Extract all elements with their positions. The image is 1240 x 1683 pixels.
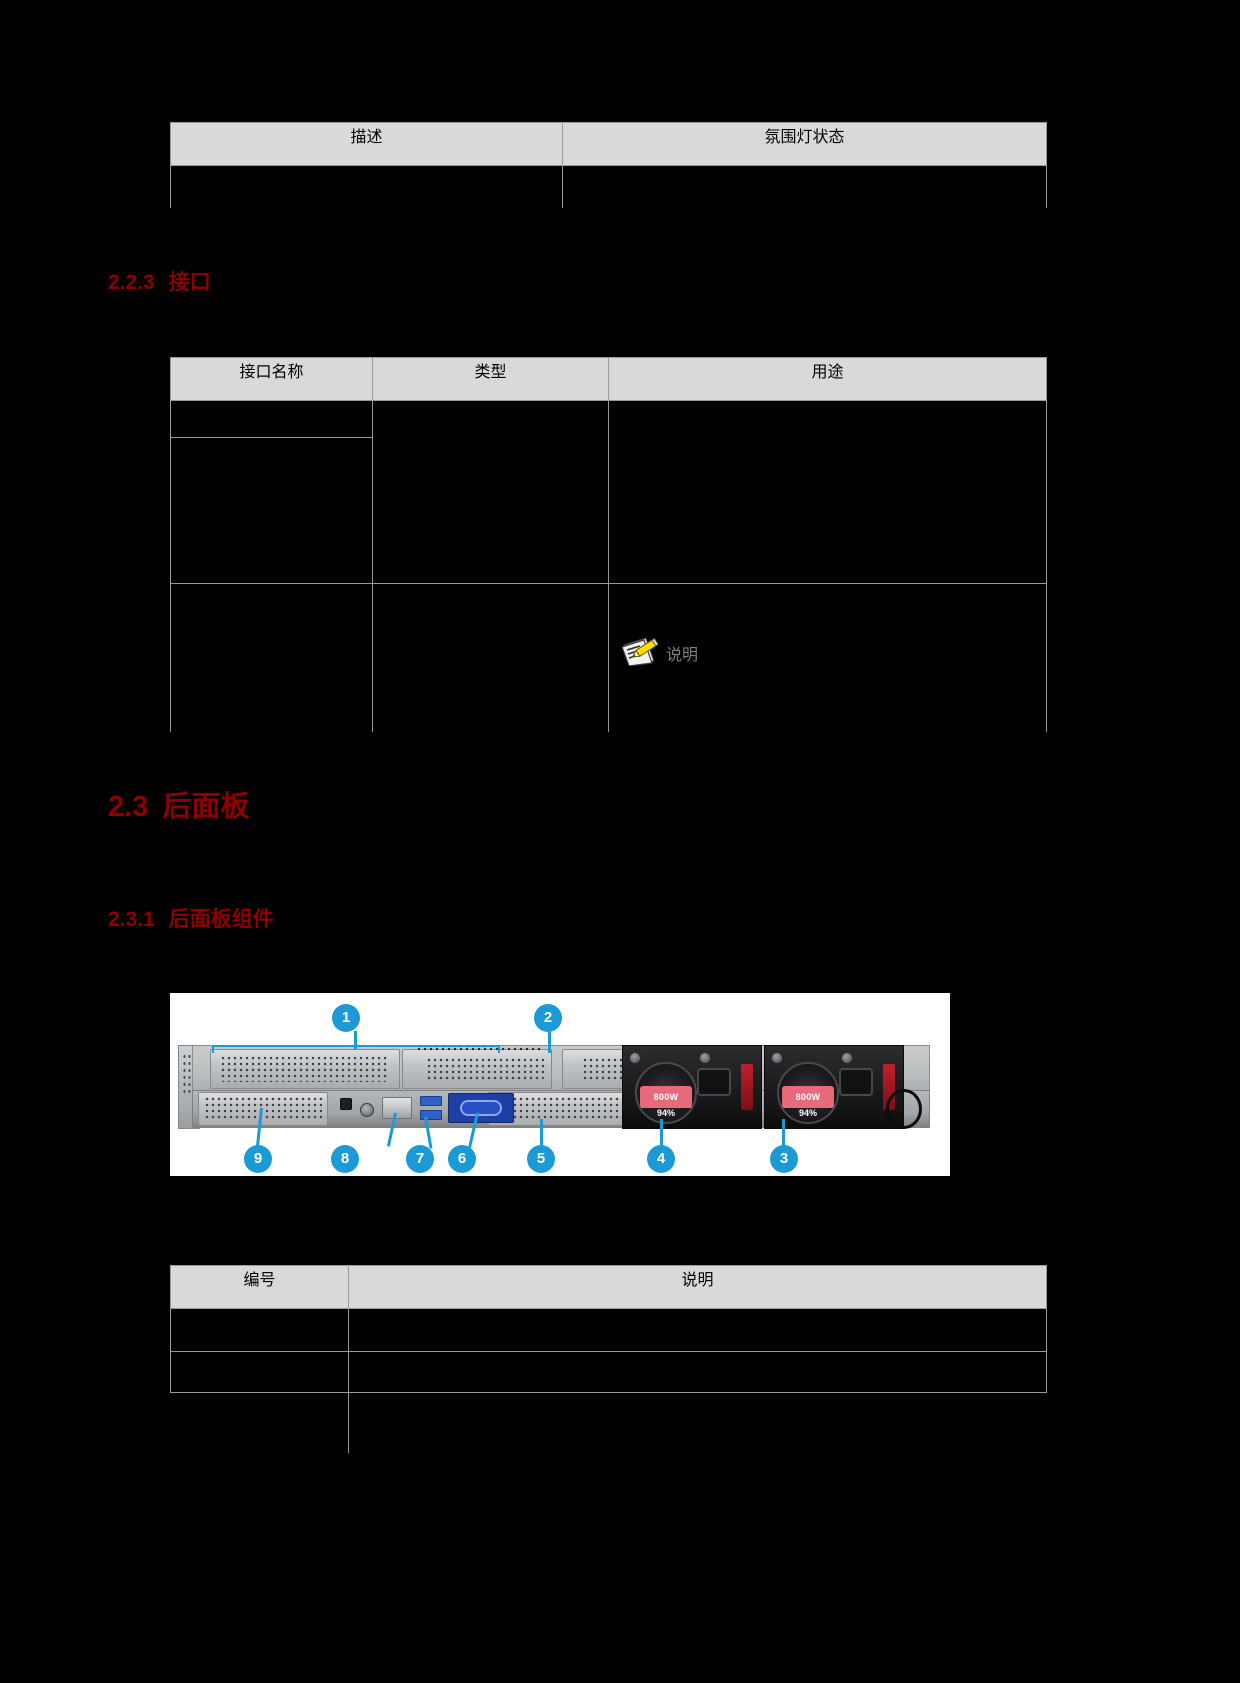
table-header-row: 描述 氛围灯状态 — [170, 122, 1047, 166]
psu-fan: 800W 94% — [635, 1062, 697, 1124]
callout-5: 5 — [527, 1145, 555, 1173]
table-header-row: 编号 说明 — [170, 1265, 1047, 1309]
callout-8: 8 — [331, 1145, 359, 1173]
psu-screw — [699, 1052, 711, 1064]
table-header-row: 接口名称 类型 用途 — [170, 357, 1047, 401]
cell-ambient-state — [562, 165, 1047, 208]
management-connector — [360, 1103, 374, 1117]
psu-power-socket — [697, 1068, 731, 1096]
network-port — [382, 1097, 412, 1119]
column-header-explanation: 说明 — [348, 1265, 1047, 1309]
psu-screw — [841, 1052, 853, 1064]
note-pencil-icon — [621, 637, 659, 666]
callout-7: 7 — [406, 1145, 434, 1173]
cell-explanation — [348, 1351, 1047, 1393]
table-row — [170, 1392, 1047, 1453]
table-row — [170, 1308, 1047, 1352]
psu-efficiency-label: 94% — [656, 1108, 676, 1118]
callout-2: 2 — [534, 1004, 562, 1032]
heading-2-3-rear-panel: 2.3 后面板 — [108, 783, 249, 825]
usb-port-top — [420, 1096, 442, 1106]
column-header-port-usage: 用途 — [608, 357, 1047, 401]
note-label: 说明 — [666, 647, 699, 664]
power-supply-1: 800W 94% — [622, 1045, 762, 1129]
psu-wattage-badge: 800W — [782, 1086, 834, 1108]
column-header-description: 描述 — [170, 122, 563, 166]
cell-number — [170, 1351, 349, 1393]
heading-number: 2.2.3 — [108, 271, 155, 294]
callout-leader-2 — [548, 1031, 551, 1053]
cell-number — [170, 1392, 349, 1453]
ports-table: 接口名称 类型 用途 — [170, 357, 1047, 732]
power-supply-2: 800W 94% — [764, 1045, 904, 1129]
ambient-light-table: 描述 氛围灯状态 — [170, 122, 1047, 208]
table-row — [170, 400, 1047, 438]
callout-1: 1 — [332, 1004, 360, 1032]
psu-power-socket — [839, 1068, 873, 1096]
callout-3: 3 — [770, 1145, 798, 1173]
cell-port-name — [170, 583, 373, 732]
cell-number — [170, 1308, 349, 1352]
serial-port — [340, 1098, 352, 1110]
callout-leader-5 — [540, 1119, 543, 1147]
heading-text: 后面板组件 — [168, 908, 274, 931]
callout-leader-4 — [660, 1119, 663, 1147]
psu-wattage-badge: 800W — [640, 1086, 692, 1108]
column-header-port-type: 类型 — [372, 357, 609, 401]
pcie-slot-vent-5 — [494, 1096, 622, 1121]
pcie-slot-vent-2 — [426, 1057, 544, 1080]
cell-port-name — [170, 437, 373, 584]
callout-9: 9 — [244, 1145, 272, 1173]
cell-port-type — [372, 400, 609, 438]
cell-port-type — [372, 437, 609, 584]
heading-2-3-1-rear-panel-components: 2.3.1 后面板组件 — [108, 903, 274, 933]
table-row — [170, 165, 1047, 208]
rear-panel-legend-table: 编号 说明 — [170, 1265, 1047, 1453]
rear-panel-figure: 800W 94% 800W 94% 1 2 9 8 7 6 5 4 3 — [170, 993, 950, 1176]
table-row — [170, 1351, 1047, 1393]
usb-port-bottom — [420, 1110, 442, 1120]
psu-screw — [771, 1052, 783, 1064]
cell-port-usage — [608, 583, 1047, 732]
power-cable — [886, 1089, 922, 1129]
cell-port-type — [372, 583, 609, 732]
callout-4: 4 — [647, 1145, 675, 1173]
psu-release-handle — [741, 1064, 753, 1110]
column-header-ambient-state: 氛围灯状态 — [562, 122, 1047, 166]
heading-2-2-3-interfaces: 2.2.3 接口 — [108, 266, 211, 296]
table-row — [170, 583, 1047, 732]
heading-text: 后面板 — [162, 791, 250, 823]
psu-efficiency-label: 94% — [798, 1108, 818, 1118]
callout-6: 6 — [448, 1145, 476, 1173]
heading-number: 2.3.1 — [108, 908, 155, 931]
callout-leader-3 — [782, 1119, 785, 1147]
cell-port-usage — [608, 400, 1047, 438]
pcie-slot-topvent-2 — [416, 1046, 542, 1052]
cell-explanation — [348, 1392, 1047, 1453]
pcie-slot-vent-1 — [220, 1055, 388, 1082]
cell-port-usage — [608, 437, 1047, 584]
cell-explanation — [348, 1308, 1047, 1352]
column-header-number: 编号 — [170, 1265, 349, 1309]
heading-text: 接口 — [168, 271, 211, 294]
heading-number: 2.3 — [108, 791, 149, 823]
column-header-port-name: 接口名称 — [170, 357, 373, 401]
callout-leader-1 — [354, 1031, 357, 1049]
cell-description — [170, 165, 563, 208]
pcie-slot-vent-9 — [204, 1096, 322, 1121]
psu-fan: 800W 94% — [777, 1062, 839, 1124]
vga-port — [460, 1100, 502, 1116]
note-callout: 说明 — [620, 634, 698, 666]
table-row — [170, 437, 1047, 584]
cell-port-name — [170, 400, 373, 438]
psu-screw — [629, 1052, 641, 1064]
